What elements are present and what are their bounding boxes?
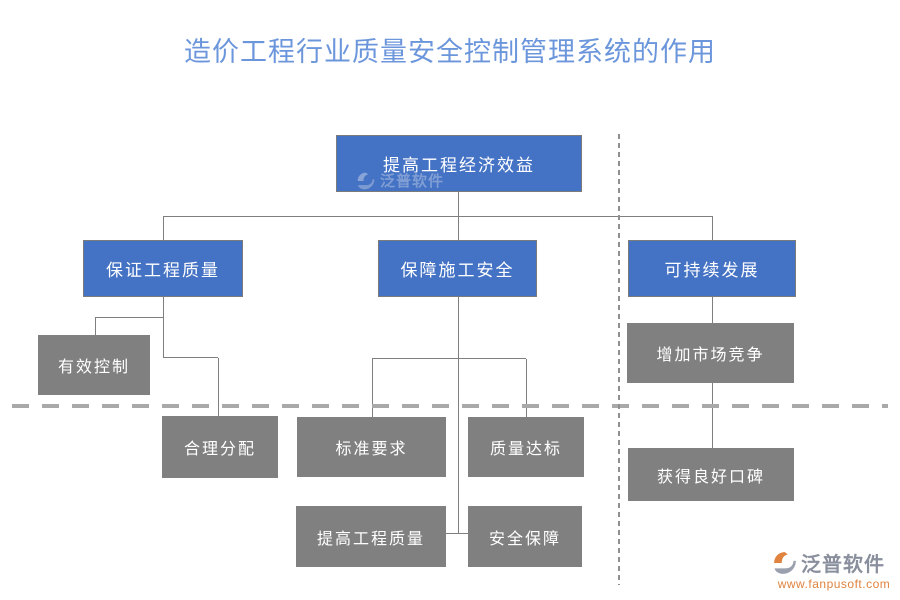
node-label: 提高工程经济效益 (383, 156, 535, 175)
node-label: 质量达标 (489, 441, 562, 458)
node-label: 标准要求 (335, 441, 408, 458)
node-sustainable-development: 可持续发展 (628, 240, 796, 297)
connector (458, 297, 459, 533)
node-label: 可持续发展 (664, 261, 760, 280)
connector (163, 297, 164, 357)
connector (372, 358, 526, 359)
node-good-reputation: 获得良好口碑 (628, 448, 794, 501)
connector (163, 216, 713, 217)
node-ensure-construction-safety: 保障施工安全 (378, 240, 537, 297)
node-ensure-project-quality: 保证工程质量 (83, 240, 243, 297)
connector (372, 359, 373, 417)
node-standard-requirements: 标准要求 (297, 417, 446, 477)
connector (458, 217, 459, 240)
node-label: 保证工程质量 (106, 261, 220, 280)
footer-website-url: www.fanpusoft.com (777, 577, 891, 591)
node-label: 保障施工安全 (400, 261, 515, 280)
connector (95, 317, 163, 318)
connector (712, 217, 713, 240)
footer-brand-block: 泛普软件 www.fanpusoft.com (772, 548, 896, 591)
horizontal-dashed-divider (12, 404, 888, 408)
node-improve-project-quality: 提高工程质量 (296, 506, 446, 567)
connector (218, 358, 219, 416)
node-effective-control: 有效控制 (38, 335, 150, 395)
vertical-dashed-divider (618, 134, 620, 585)
connector (446, 533, 468, 534)
connector (163, 357, 218, 358)
connector (712, 383, 713, 448)
footer-brand-name: 泛普软件 (801, 554, 885, 576)
node-label: 有效控制 (57, 359, 130, 376)
fanpu-logo-icon (774, 551, 796, 574)
page-title: 造价工程行业质量安全控制管理系统的作用 (184, 37, 716, 67)
connector (458, 192, 459, 216)
connector (95, 318, 96, 335)
node-improve-economic-benefit: 提高工程经济效益 (336, 135, 582, 192)
node-quality-compliance: 质量达标 (468, 417, 584, 477)
node-increase-market-competition: 增加市场竞争 (627, 323, 794, 383)
node-label: 获得良好口碑 (656, 468, 765, 486)
connector (163, 217, 164, 240)
connector (712, 297, 713, 323)
node-label: 提高工程质量 (316, 530, 425, 548)
node-reasonable-allocation: 合理分配 (162, 416, 278, 478)
node-label: 安全保障 (488, 530, 561, 548)
node-label: 增加市场竞争 (656, 347, 765, 364)
node-safety-guarantee: 安全保障 (468, 506, 582, 567)
connector (526, 359, 527, 417)
node-label: 合理分配 (183, 441, 256, 458)
